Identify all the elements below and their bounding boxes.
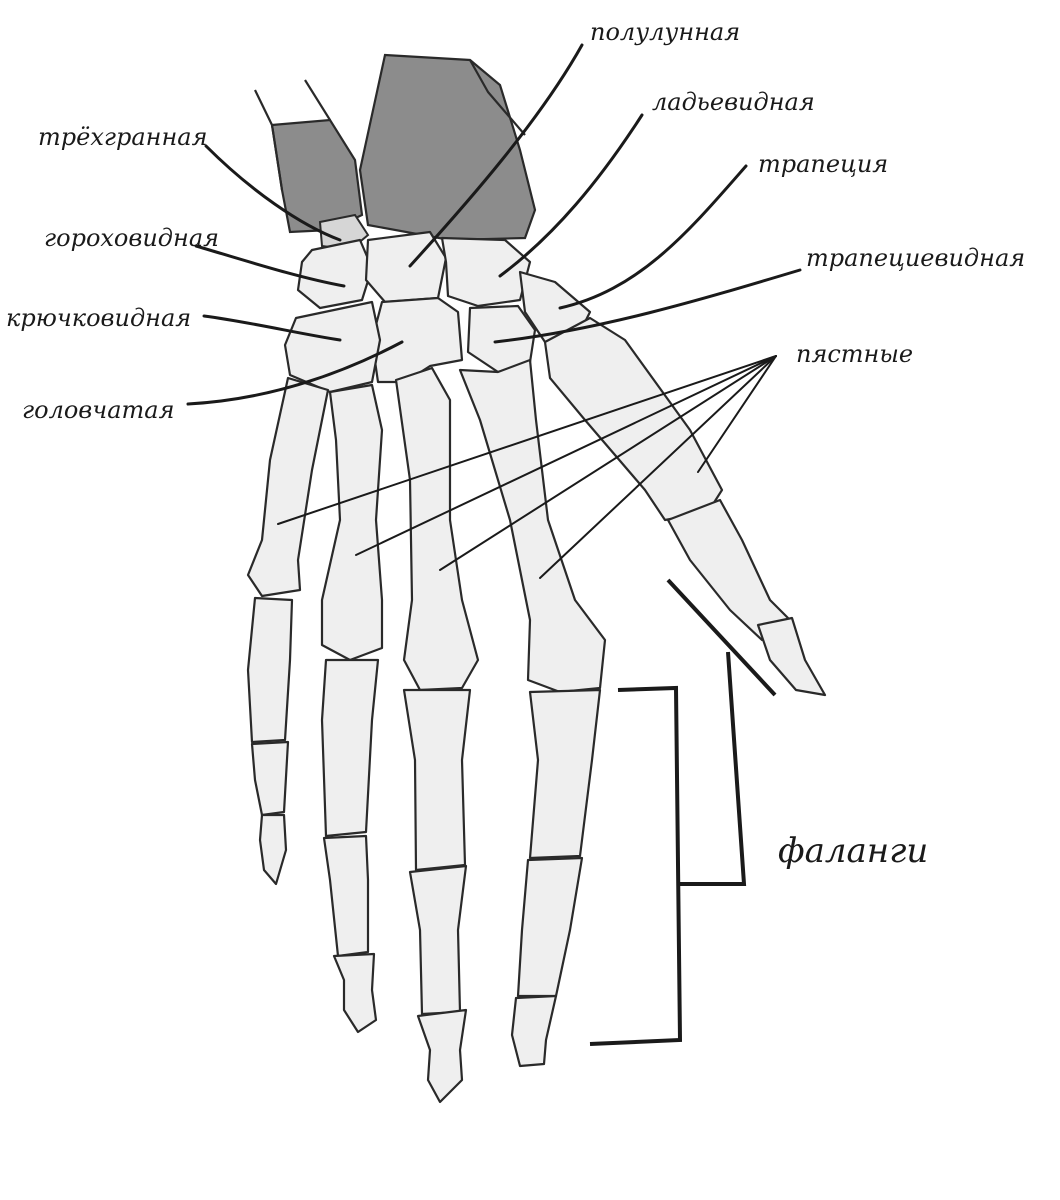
- metacarpal-3: [394, 366, 480, 692]
- lunate-bone: [364, 230, 448, 304]
- leader-triquetrum: [204, 144, 342, 242]
- leader-trapezium: [558, 164, 748, 310]
- label-trapezium: трапеция: [758, 150, 888, 178]
- phalanx-4-middle: [322, 834, 370, 958]
- phalanx-1-distal: [756, 616, 827, 697]
- metacarpal-bones: [246, 316, 724, 694]
- leader-lines: [186, 43, 802, 1046]
- leader-scaphoid: [498, 113, 644, 278]
- hamate-bone: [283, 300, 382, 394]
- ulna-bone: [270, 118, 364, 234]
- label-trapezoid: трапециевидная: [806, 244, 1025, 272]
- phalanx-3-middle: [408, 864, 468, 1016]
- label-pisiform: гороховидная: [44, 224, 219, 252]
- metacarpal-5: [246, 376, 330, 598]
- phalanx-5-proximal: [246, 596, 294, 744]
- pisiform-bone: [296, 238, 374, 310]
- phalanx-2-middle: [516, 856, 584, 998]
- radius-bone: [358, 53, 537, 242]
- label-capitate: головчатая: [22, 396, 174, 424]
- leader-trapezoid: [493, 268, 802, 344]
- metacarpal-4: [320, 383, 384, 662]
- metacarpal-2: [458, 358, 607, 694]
- label-metacarpals: пястные: [796, 340, 913, 368]
- phalanx-5-middle: [250, 740, 290, 817]
- capitate-bone: [370, 296, 464, 384]
- phalanx-4-proximal: [320, 658, 380, 838]
- phalanx-2-proximal: [528, 688, 602, 860]
- leader-capitate: [186, 340, 404, 406]
- phalanx-bones: [246, 498, 827, 1104]
- label-phalanges: фаланги: [778, 831, 928, 871]
- phalanx-3-proximal: [402, 688, 472, 872]
- carpal-bones: [283, 213, 592, 394]
- label-hamate: крючковидная: [6, 304, 191, 332]
- phalanges-brace: [589, 578, 777, 1046]
- phalanx-1-proximal: [666, 498, 792, 642]
- phalanx-5-distal: [258, 813, 288, 886]
- labels: полулунная ладьевидная трёхгранная трапе…: [6, 18, 1025, 871]
- phalanx-2-distal: [510, 994, 558, 1068]
- leader-pisiform: [194, 244, 346, 288]
- phalanx-3-distal: [416, 1008, 468, 1104]
- leader-hamate: [202, 314, 342, 342]
- forearm-bones: [254, 53, 537, 242]
- scaphoid-bone: [440, 236, 532, 308]
- label-triquetrum: трёхгранная: [38, 123, 207, 151]
- leader-lunate: [408, 43, 584, 268]
- label-scaphoid: ладьевидная: [652, 88, 815, 116]
- label-lunate: полулунная: [590, 18, 740, 46]
- phalanx-4-distal: [332, 952, 378, 1034]
- leader-metacarpals: [277, 355, 777, 579]
